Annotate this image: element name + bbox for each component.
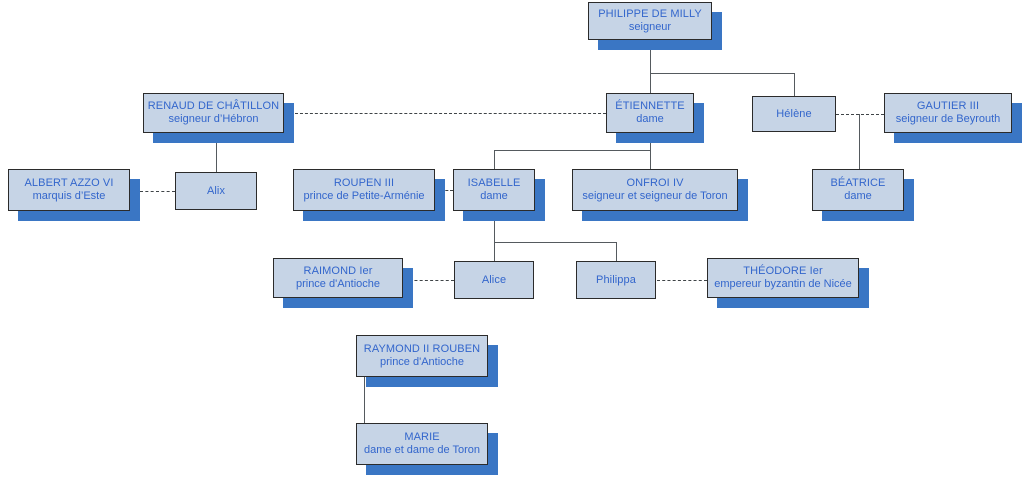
connector-philippa-up	[616, 242, 617, 261]
person-name: ISABELLE	[467, 177, 521, 190]
person-title: dame	[480, 190, 508, 202]
person-node-renaud[interactable]: RENAUD DE CHÂTILLON seigneur d’Hébron	[143, 93, 284, 133]
person-title: prince d'Antioche	[379, 356, 465, 368]
person-node-philippa[interactable]: Philippa	[576, 261, 656, 299]
person-name: ÉTIENNETTE	[615, 100, 685, 113]
connector-onfroi-up	[650, 150, 651, 169]
person-name: ONFROI IV	[626, 177, 684, 190]
person-node-alix[interactable]: Alix	[175, 172, 257, 210]
connector-etiennette-bus	[494, 150, 651, 151]
person-name: ALBERT AZZO VI	[24, 177, 114, 190]
connector-renaud-alix	[216, 133, 217, 172]
person-node-beatrice[interactable]: BÉATRICE dame	[812, 169, 904, 211]
person-node-alice[interactable]: Alice	[454, 261, 534, 299]
person-name: Philippa	[596, 273, 636, 286]
connector-helene-up	[794, 73, 795, 96]
person-name: THÉODORE Ier	[743, 265, 823, 278]
connector-philippa-theodore	[657, 280, 707, 281]
connector-raimond-alice	[404, 280, 454, 281]
connector-philippe-down	[650, 40, 651, 73]
person-node-helene[interactable]: Hélène	[752, 96, 836, 132]
connector-renaud-etiennette	[295, 113, 606, 114]
person-title: prince d'Antioche	[295, 278, 381, 290]
person-name: Alice	[481, 273, 507, 286]
connector-raymond2-marie	[364, 377, 365, 423]
person-name: PHILIPPE DE MILLY	[598, 8, 702, 21]
person-title: marquis d’Este	[32, 190, 106, 202]
person-node-roupen[interactable]: ROUPEN III prince de Petite-Arménie	[293, 169, 435, 211]
connector-philippe-bus	[650, 73, 794, 74]
person-title: seigneur de Beyrouth	[895, 113, 1001, 125]
person-name: RAYMOND II ROUBEN	[363, 343, 481, 356]
person-name: RENAUD DE CHÂTILLON	[147, 100, 280, 113]
connector-helene-gautier	[836, 114, 884, 115]
connector-etiennette-up	[650, 73, 651, 93]
connector-alice-up	[494, 242, 495, 261]
person-title: prince de Petite-Arménie	[303, 190, 425, 202]
person-node-albert-azzo[interactable]: ALBERT AZZO VI marquis d’Este	[8, 169, 130, 211]
person-title: seigneur et seigneur de Toron	[582, 190, 728, 202]
connector-isabelle-up	[494, 150, 495, 169]
person-name: Hélène	[776, 107, 812, 120]
connector-albert-alix	[140, 191, 175, 192]
person-name: MARIE	[404, 431, 440, 444]
person-name: RAIMOND Ier	[303, 265, 373, 278]
person-node-onfroi[interactable]: ONFROI IV seigneur et seigneur de Toron	[572, 169, 738, 211]
person-title: dame et dame de Toron	[364, 444, 480, 456]
person-title: seigneur	[628, 21, 672, 33]
person-node-marie[interactable]: MARIE dame et dame de Toron	[356, 423, 488, 465]
person-node-isabelle[interactable]: ISABELLE dame	[453, 169, 535, 211]
person-title: empereur byzantin de Nicée	[714, 278, 852, 290]
person-node-theodore[interactable]: THÉODORE Ier empereur byzantin de Nicée	[707, 258, 859, 298]
person-title: dame	[636, 113, 664, 125]
person-node-raymond2[interactable]: RAYMOND II ROUBEN prince d'Antioche	[356, 335, 488, 377]
person-title: dame	[844, 190, 872, 202]
person-name: GAUTIER III	[916, 100, 980, 113]
person-title: seigneur d’Hébron	[168, 113, 259, 125]
person-name: Alix	[206, 184, 226, 197]
connector-isabelle-down	[494, 211, 495, 242]
connector-helene-beatrice	[859, 114, 860, 169]
person-node-gautier[interactable]: GAUTIER III seigneur de Beyrouth	[884, 93, 1012, 133]
person-node-philippe[interactable]: PHILIPPE DE MILLY seigneur	[588, 2, 712, 40]
person-name: BÉATRICE	[830, 177, 886, 190]
connector-isabelle-bus	[494, 242, 617, 243]
person-node-raimond[interactable]: RAIMOND Ier prince d'Antioche	[273, 258, 403, 298]
person-name: ROUPEN III	[333, 177, 395, 190]
person-node-etiennette[interactable]: ÉTIENNETTE dame	[606, 93, 694, 133]
